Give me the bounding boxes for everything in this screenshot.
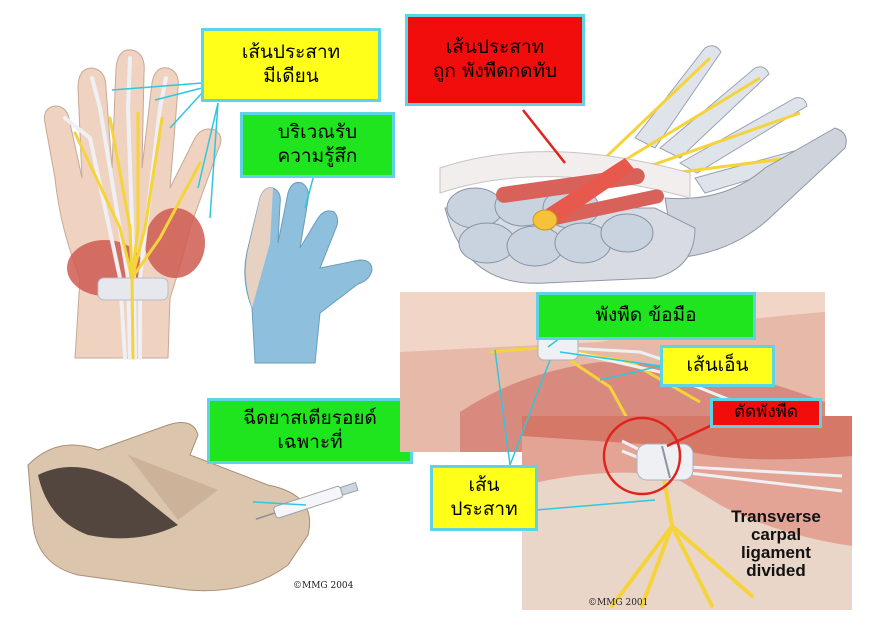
tendon-text: เส้นเอ็น [686,354,749,377]
steroid-injection-label: ฉีดยาสเตียรอยด์ เฉพาะที่ [207,398,413,464]
compressed-nerve-label: เส้นประสาท ถูก พังพืดกดทับ [405,14,585,106]
nerve-bottom-line1: เส้น [468,474,500,497]
compressed-nerve-label-line2: ถูก พังพืดกดทับ [432,60,558,82]
ligament-divided-caption: Transverse carpal ligament divided [716,508,836,579]
palm-anatomy-illustration [20,28,390,368]
cut-ligament-text: ตัดพังพืด [734,402,798,423]
injection-credit: ©MMG 2004 [293,581,354,591]
median-nerve-label-line1: เส้นประสาท [241,41,341,64]
sensation-area-label-line2: ความรู้สึก [277,145,358,167]
ligament-divided-illustration: Transverse carpal ligament divided ©MMG … [522,416,852,610]
nerve-bottom-line2: ประสาท [450,498,518,520]
caption-line2: carpal [750,524,802,544]
median-nerve-label: เส้นประสาท มีเดียน [201,28,381,102]
sensation-area-label: บริเวณรับ ความรู้สึก [240,112,395,178]
wrist-ligament-text: พังพืด ข้อมือ [595,304,697,327]
median-nerve-label-line2: มีเดียน [263,65,319,87]
nerve-bottom-label: เส้น ประสาท [430,465,538,531]
compressed-nerve-label-line1: เส้นประสาท [445,36,545,59]
steroid-injection-label-line1: ฉีดยาสเตียรอยด์ [243,407,377,430]
tendon-label: เส้นเอ็น [660,345,775,387]
steroid-injection-illustration: ©MMG 2004 [18,395,378,605]
surgery-credit: ©MMG 2001 [588,598,649,608]
sensation-area-label-line1: บริเวณรับ [277,121,358,144]
caption-line3: ligament [741,542,811,562]
caption-line4: divided [746,560,806,580]
carpal-tunnel-cross-section [405,38,860,293]
caption-line1: Transverse [731,507,821,526]
cut-ligament-label: ตัดพังพืด [710,398,822,428]
steroid-injection-label-line2: เฉพาะที่ [277,431,343,453]
wrist-ligament-label: พังพืด ข้อมือ [536,292,756,340]
